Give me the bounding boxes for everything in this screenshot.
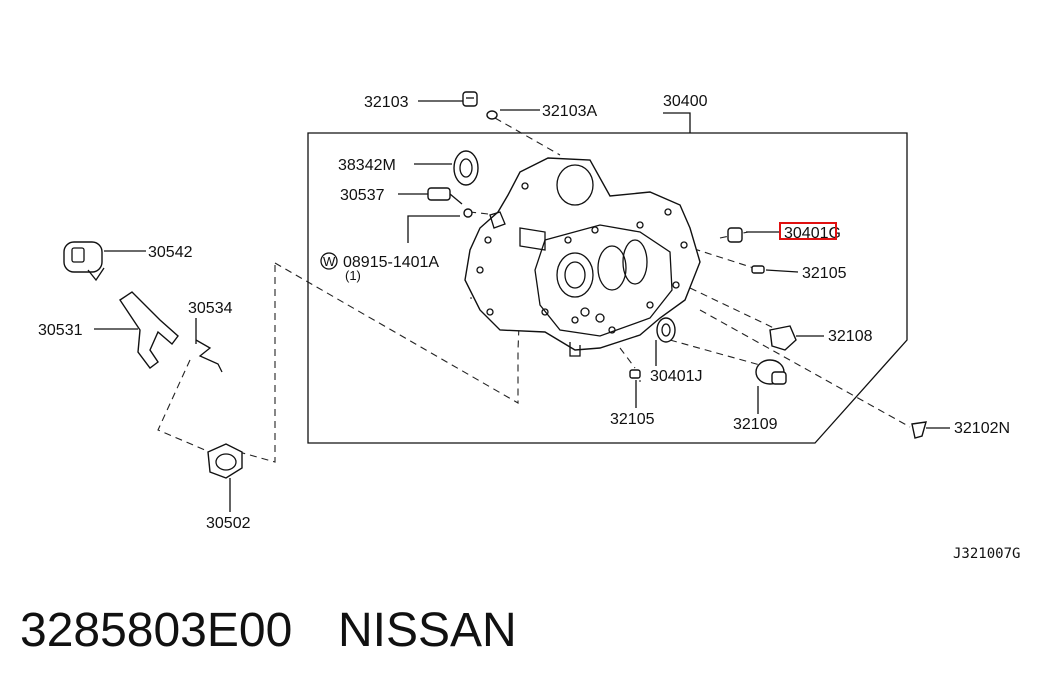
bracket-32108 (769, 325, 797, 351)
label-32103: 32103 (364, 94, 409, 111)
w-marker-circle (320, 252, 338, 270)
label-32102N: 32102N (954, 420, 1010, 437)
seal-38342M (453, 150, 479, 186)
washer-32103A (486, 110, 498, 120)
label-08915-1401A: 08915-1401A (343, 254, 439, 271)
label-30537: 30537 (340, 187, 385, 204)
label-30401J: 30401J (650, 368, 703, 385)
label-32103A: 32103A (542, 103, 597, 120)
label-32105-bottom: 32105 (610, 411, 655, 428)
bearing-30542 (63, 241, 105, 282)
label-30542: 30542 (148, 244, 193, 261)
retainer-32109 (755, 359, 787, 385)
seal-30401J (656, 317, 676, 343)
label-30531: 30531 (38, 322, 83, 339)
pin-32105-top (751, 265, 765, 274)
plug-30401G (727, 227, 743, 243)
highlight-box-30401G (779, 222, 837, 240)
brand-name: NISSAN (338, 604, 517, 657)
transmission-case (464, 157, 701, 357)
figure-code: J321007G (953, 546, 1020, 562)
label-30502: 30502 (206, 515, 251, 532)
label-32105-top: 32105 (802, 265, 847, 282)
w-marker-letter: W (323, 254, 336, 269)
plug-30537 (427, 187, 473, 218)
label-30401G: 30401G (784, 225, 841, 242)
label-30534: 30534 (188, 300, 233, 317)
spring-30534 (195, 339, 223, 373)
label-38342M: 38342M (338, 157, 396, 174)
clip-32102N (911, 421, 927, 439)
fork-30531 (119, 291, 179, 369)
assembly-frame (307, 132, 908, 444)
label-32109: 32109 (733, 416, 778, 433)
bolt-32103 (462, 91, 478, 107)
pin-32105-bottom (629, 369, 641, 379)
label-08915-qty: (1) (345, 268, 361, 283)
bearing-30502 (207, 443, 243, 479)
part-number: 3285803E00 (20, 604, 292, 657)
label-32108: 32108 (828, 328, 873, 345)
leader-lines (94, 100, 950, 512)
label-30400: 30400 (663, 93, 708, 110)
